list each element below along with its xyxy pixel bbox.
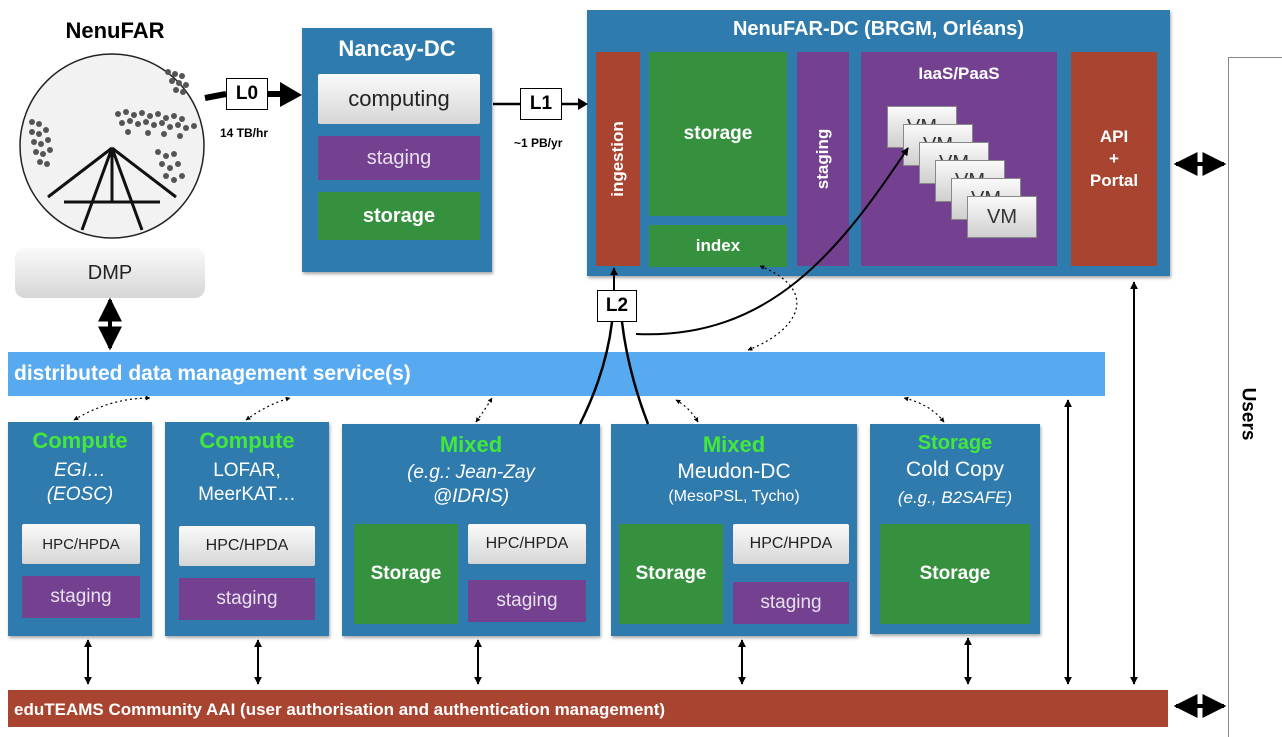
- link-l1-tag: L1: [520, 88, 562, 120]
- iaas-paas-title: IaaS/PaaS: [918, 64, 1000, 83]
- staging-box: staging: [22, 576, 140, 618]
- link-l1-rate: ~1 PB/yr: [514, 136, 563, 150]
- staging-box: staging: [468, 580, 586, 622]
- site-line1: EGI…: [54, 460, 106, 481]
- site-line1: LOFAR,: [213, 460, 281, 481]
- vm-box: VM: [967, 196, 1037, 238]
- site-title: Mixed: [702, 432, 766, 457]
- nancay-staging: staging: [318, 136, 480, 180]
- nenufar-dc-title: NenuFAR-DC (BRGM, Orléans): [732, 18, 1025, 40]
- site-line1: Cold Copy: [905, 458, 1005, 481]
- hpc-hpda-box: HPC/HPDA: [22, 524, 140, 564]
- nancay-storage: storage: [318, 192, 480, 240]
- storage-box: Storage: [619, 524, 723, 624]
- staging-label: staging: [813, 128, 833, 190]
- site-title: Storage: [917, 432, 993, 454]
- link-l0-rate: 14 TB/hr: [220, 126, 269, 140]
- storage-box: Storage: [880, 524, 1030, 624]
- site-mixed-meudon: Mixed Meudon-DC (MesoPSL, Tycho) Storage…: [611, 424, 857, 636]
- dmp-box: DMP: [15, 248, 205, 298]
- link-l2-tag: L2: [597, 290, 637, 322]
- ingestion-label: ingestion: [608, 121, 627, 197]
- api-portal-label: API + Portal: [1089, 127, 1139, 190]
- eduteams-aai-bar: eduTEAMS Community AAI (user authorisati…: [8, 690, 1168, 727]
- distributed-data-management-bar: distributed data management service(s): [8, 352, 1105, 396]
- nenufar-array-image: [18, 52, 206, 240]
- hpc-hpda-box: HPC/HPDA: [733, 524, 849, 564]
- site-line1: Meudon-DC: [677, 460, 791, 483]
- site-title: Mixed: [439, 432, 503, 457]
- nancay-computing: computing: [318, 74, 480, 124]
- hpc-hpda-box: HPC/HPDA: [468, 524, 586, 564]
- nenufar-dc-box: NenuFAR-DC (BRGM, Orléans) ingestion sto…: [587, 10, 1170, 276]
- site-title: Compute: [199, 428, 295, 453]
- site-mixed-jean-zay: Mixed (e.g.: Jean-Zay @IDRIS) Storage HP…: [342, 424, 600, 636]
- nenufar-dc-storage: storage: [649, 52, 787, 216]
- site-ddms-dotted: [903, 396, 945, 423]
- index-ddms-dotted: [747, 265, 798, 351]
- site-line2: (EOSC): [46, 484, 114, 505]
- dmp-label: DMP: [87, 261, 133, 284]
- nancay-dc-box: Nancay-DC computing staging storage: [302, 28, 492, 272]
- site-ddms-dotted: [475, 397, 493, 423]
- ddms-label: distributed data management service(s): [14, 362, 411, 385]
- site-line2: (MesoPSL, Tycho): [668, 488, 800, 505]
- nenufar-dc-index: index: [649, 225, 787, 267]
- staging-box: staging: [733, 582, 849, 624]
- site-ddms-dotted: [73, 395, 151, 421]
- site-ddms-dotted: [245, 396, 291, 421]
- hpc-hpda-box: HPC/HPDA: [179, 526, 315, 566]
- aai-label: eduTEAMS Community AAI (user authorisati…: [14, 700, 666, 719]
- storage-box: Storage: [354, 524, 458, 624]
- staging-box: staging: [179, 578, 315, 620]
- api-portal-box: API + Portal: [1071, 52, 1157, 266]
- site-compute-lofar: Compute LOFAR, MeerKAT… HPC/HPDA staging: [165, 422, 329, 636]
- iaas-paas-box: IaaS/PaaS VM VM VM VM VM VM: [861, 52, 1057, 266]
- site-compute-egi: Compute EGI… (EOSC) HPC/HPDA staging: [8, 422, 152, 636]
- link-l0-tag: L0: [226, 78, 268, 110]
- nancay-dc-title: Nancay-DC: [338, 36, 456, 61]
- site-line1: (e.g.: Jean-Zay: [407, 462, 535, 483]
- nenufar-dc-staging: staging: [797, 52, 849, 266]
- users-label: Users: [1237, 387, 1259, 441]
- site-storage-cold-copy: Storage Cold Copy (e.g., B2SAFE) Storage: [870, 424, 1040, 634]
- site-ddms-dotted: [675, 399, 699, 423]
- site-line2: @IDRIS): [432, 486, 510, 507]
- nenufar-title: NenuFAR: [65, 18, 165, 43]
- site-line2: (e.g., B2SAFE): [897, 488, 1013, 507]
- site-title: Compute: [32, 428, 128, 453]
- users-panel: Users: [1228, 57, 1282, 737]
- site-line2: MeerKAT…: [198, 484, 296, 505]
- ingestion-box: ingestion: [596, 52, 640, 266]
